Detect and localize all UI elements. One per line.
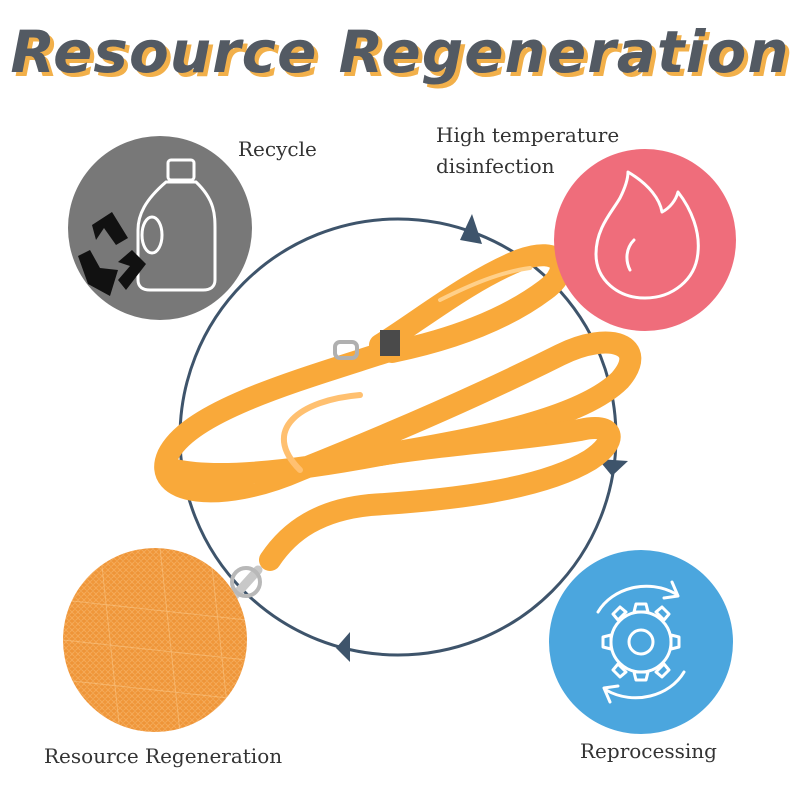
- arrow-top-icon: [460, 214, 482, 244]
- recycle-symbol-icon: [78, 212, 146, 296]
- regen-circle: [63, 548, 247, 732]
- heat-label-line1: High temperature: [436, 123, 620, 147]
- recycle-bottle-icon: [136, 158, 217, 292]
- orange-leash-illustration: [154, 244, 642, 652]
- heat-label: High temperature disinfection: [436, 120, 619, 182]
- heat-label-line2: disinfection: [436, 154, 555, 178]
- regen-label: Resource Regeneration: [44, 744, 283, 768]
- reprocess-label: Reprocessing: [580, 739, 717, 763]
- recycle-label: Recycle: [238, 137, 317, 161]
- arrow-bottom-icon: [336, 632, 350, 662]
- flame-icon: [594, 170, 700, 300]
- gear-cycle-icon: [596, 580, 686, 704]
- heat-circle: [554, 149, 736, 331]
- page-title: Resource Regeneration: [10, 18, 790, 86]
- reprocess-circle: [549, 550, 733, 734]
- arrow-right-icon: [598, 459, 628, 476]
